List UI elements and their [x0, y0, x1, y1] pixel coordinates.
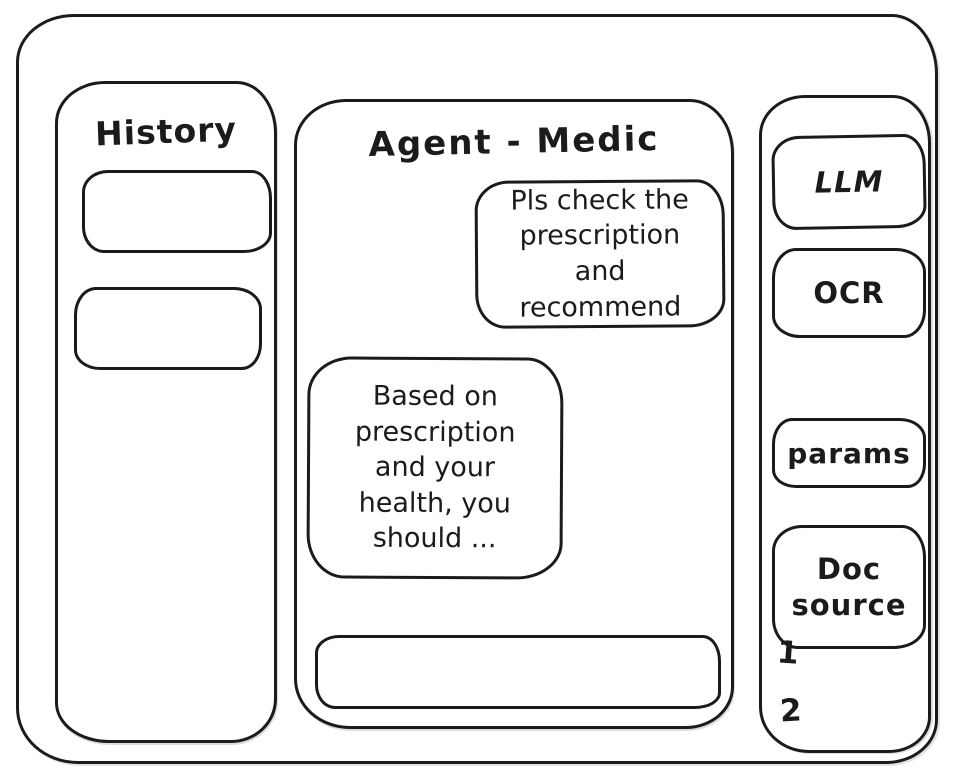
doc-source-button[interactable]: Doc source	[772, 525, 926, 649]
user-message-bubble: Pls check the prescription and recommend	[474, 179, 726, 329]
history-item[interactable]	[74, 287, 262, 370]
user-message-text: Pls check the prescription and recommend	[510, 184, 689, 324]
history-item[interactable]	[82, 170, 272, 253]
tools-panel: LLM OCR params Doc source 1 2	[759, 95, 931, 753]
history-panel: History	[55, 81, 277, 743]
chat-input[interactable]	[315, 635, 721, 709]
chat-title: Agent - Medic	[368, 118, 660, 166]
history-title: History	[94, 109, 238, 154]
assistant-message-bubble: Based on prescription and your health, y…	[306, 356, 564, 580]
chat-panel: Agent - Medic Pls check the prescription…	[294, 99, 734, 729]
doc-source-item-2[interactable]: 2	[779, 692, 803, 730]
doc-source-item-1[interactable]: 1	[775, 634, 800, 672]
llm-button[interactable]: LLM	[771, 133, 927, 231]
params-button[interactable]: params	[772, 418, 926, 488]
app-frame: History Agent - Medic Pls check the pres…	[16, 14, 938, 764]
assistant-message-text: Based on prescription and your health, y…	[354, 380, 516, 555]
ocr-button[interactable]: OCR	[772, 248, 926, 338]
